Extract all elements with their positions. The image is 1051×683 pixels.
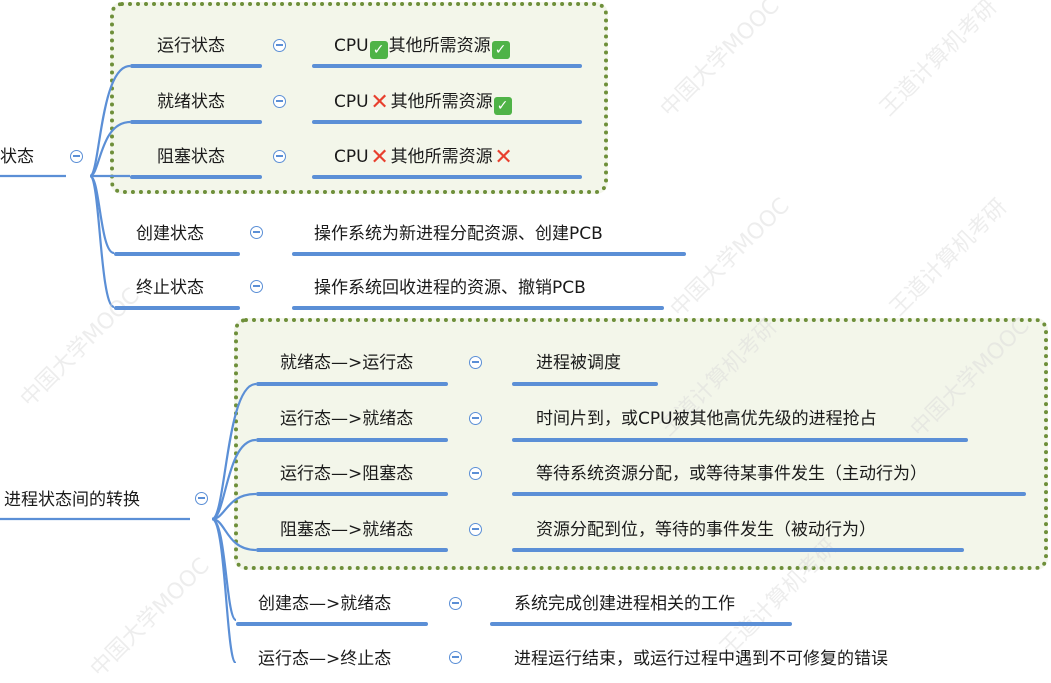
collapse-toggle-icon[interactable] [195, 492, 208, 505]
basic-states-group [110, 2, 608, 194]
state-node-running: 运行状态 [157, 36, 225, 56]
collapse-toggle-icon[interactable] [469, 356, 482, 369]
cross-icon: ✕ [370, 145, 389, 170]
node-underline [256, 548, 448, 552]
state-desc-new: 操作系统为新进程分配资源、创建PCB [314, 224, 603, 244]
cpu-label: CPU [334, 147, 369, 167]
node-underline [512, 438, 968, 442]
check-icon: ✓ [493, 97, 512, 115]
collapse-toggle-icon[interactable] [273, 95, 286, 108]
transition-node: 运行态—>终止态 [258, 649, 392, 669]
node-underline [130, 120, 262, 124]
collapse-toggle-icon[interactable] [469, 467, 482, 480]
other-resource-label: 其他所需资源 [390, 92, 493, 112]
node-underline [236, 622, 428, 626]
node-underline [256, 382, 448, 386]
collapse-toggle-icon[interactable] [449, 651, 462, 664]
other-resource-label: 其他所需资源 [388, 36, 491, 56]
resource-status-ready: CPU✕其他所需资源✓ [334, 91, 513, 115]
node-underline [312, 175, 582, 179]
node-underline [256, 438, 448, 442]
state-node-terminated: 终止状态 [136, 278, 204, 298]
cross-icon: ✕ [370, 90, 389, 115]
collapse-toggle-icon[interactable] [469, 523, 482, 536]
transition-desc: 时间片到，或CPU被其他高优先级的进程抢占 [536, 409, 877, 429]
node-underline [130, 64, 262, 68]
cross-icon: ✕ [494, 145, 513, 170]
transition-node: 运行态—>就绪态 [280, 409, 414, 429]
collapse-toggle-icon[interactable] [449, 597, 462, 610]
transition-node: 就绪态—>运行态 [280, 353, 414, 373]
transitions-group [234, 318, 1048, 570]
transition-desc: 等待系统资源分配，或等待某事件发生（主动行为） [536, 464, 927, 484]
root-node-states: 状态 [0, 147, 34, 167]
node-underline [312, 64, 582, 68]
node-underline [490, 622, 792, 626]
node-underline [130, 175, 262, 179]
check-icon: ✓ [369, 41, 388, 59]
collapse-toggle-icon[interactable] [250, 280, 263, 293]
node-underline [292, 252, 686, 256]
node-underline [512, 382, 658, 386]
check-icon: ✓ [491, 41, 510, 59]
transition-desc: 进程运行结束，或运行过程中遇到不可修复的错误 [514, 649, 888, 669]
state-node-ready: 就绪状态 [157, 92, 225, 112]
collapse-toggle-icon[interactable] [273, 150, 286, 163]
collapse-toggle-icon[interactable] [250, 226, 263, 239]
state-node-new: 创建状态 [136, 224, 204, 244]
state-desc-terminated: 操作系统回收进程的资源、撤销PCB [314, 278, 586, 298]
transition-desc: 进程被调度 [536, 353, 621, 373]
cpu-label: CPU [334, 92, 369, 112]
transition-node: 阻塞态—>就绪态 [280, 520, 414, 540]
transition-node: 创建态—>就绪态 [258, 594, 392, 614]
connector-lines [0, 64, 257, 663]
collapse-toggle-icon[interactable] [469, 412, 482, 425]
cpu-label: CPU [334, 36, 369, 56]
root-node-transitions: 进程状态间的转换 [4, 490, 140, 510]
node-underline [256, 492, 448, 496]
collapse-toggle-icon[interactable] [70, 150, 83, 163]
node-underline [312, 120, 582, 124]
node-underline [114, 252, 240, 256]
collapse-toggle-icon[interactable] [273, 39, 286, 52]
transition-node: 运行态—>阻塞态 [280, 464, 414, 484]
resource-status-running: CPU✓其他所需资源✓ [334, 35, 511, 59]
transition-desc: 系统完成创建进程相关的工作 [514, 594, 735, 614]
node-underline [512, 548, 964, 552]
transition-desc: 资源分配到位，等待的事件发生（被动行为） [536, 520, 876, 540]
other-resource-label: 其他所需资源 [390, 147, 493, 167]
node-underline [292, 306, 664, 310]
node-underline [512, 492, 1026, 496]
state-node-blocked: 阻塞状态 [157, 147, 225, 167]
node-underline [114, 306, 240, 310]
resource-status-blocked: CPU✕其他所需资源✕ [334, 145, 515, 170]
